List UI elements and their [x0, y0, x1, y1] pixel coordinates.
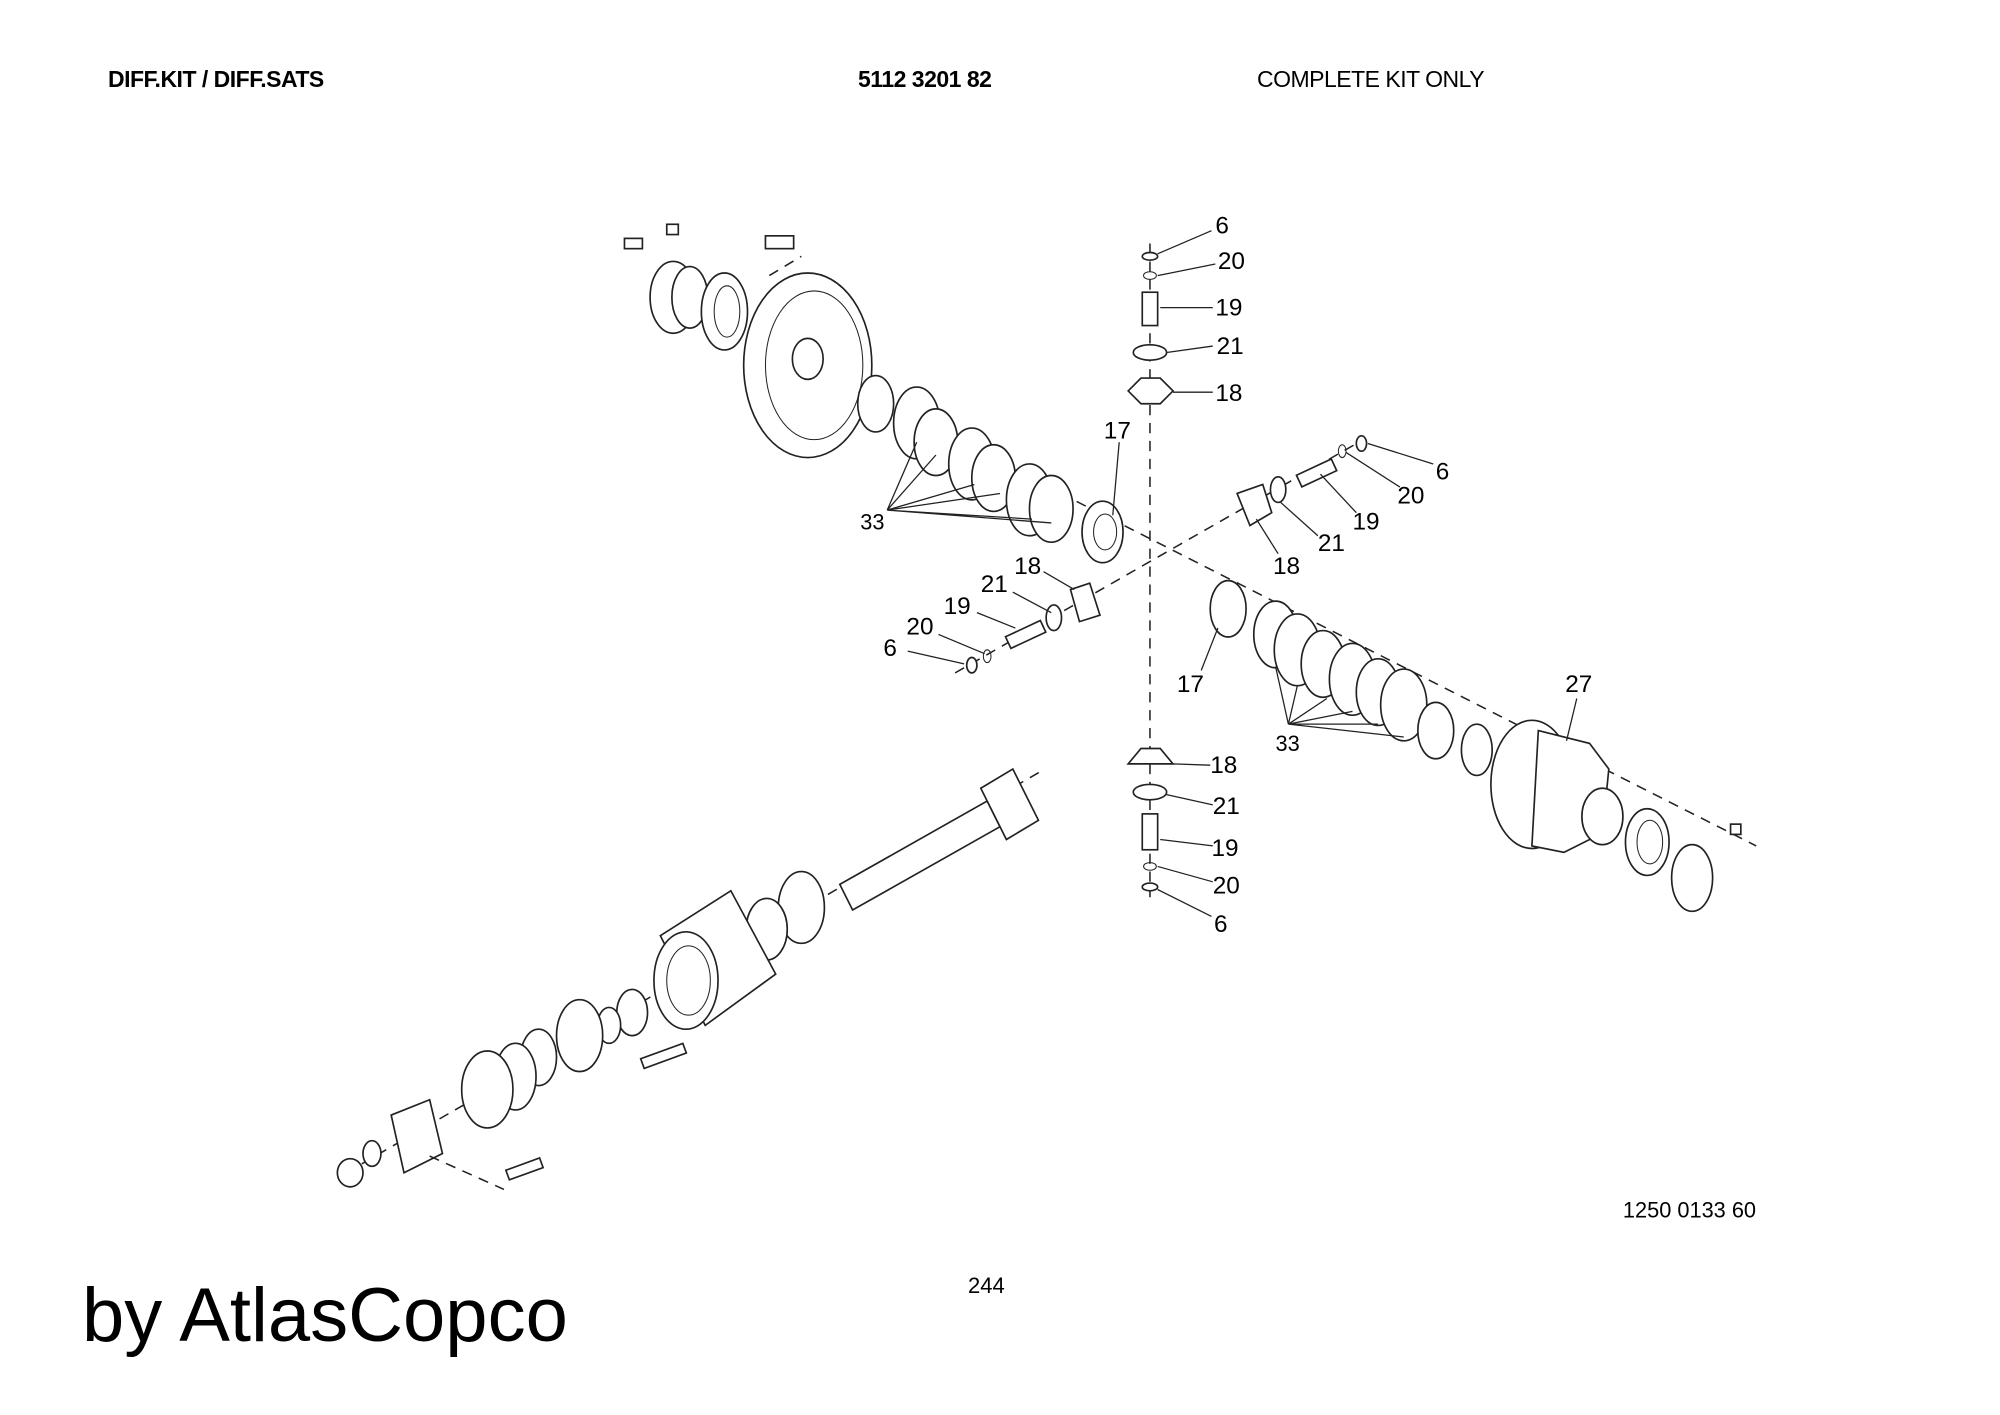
bolt-axis-line	[768, 255, 802, 277]
page-number: 244	[968, 1273, 1005, 1298]
callout-6: 6	[1215, 212, 1229, 239]
callout-19: 19	[1215, 294, 1242, 321]
clutch-disc-stack-upper	[856, 374, 1124, 564]
crown-gear-group	[623, 223, 873, 459]
callout-20: 20	[1218, 248, 1245, 275]
pinion-shaft-group	[336, 767, 1040, 1191]
callout-18: 18	[1273, 553, 1300, 580]
leader-lines	[886, 230, 1578, 917]
pinion-pins	[965, 251, 1368, 892]
callout-6: 6	[1436, 458, 1450, 485]
callout-21: 21	[1213, 793, 1240, 820]
callout-20: 20	[1397, 483, 1424, 510]
callout-18: 18	[1215, 380, 1242, 407]
kit-title: DIFF.KIT / DIFF.SATS	[108, 66, 324, 92]
callout-18: 18	[1014, 553, 1041, 580]
callouts: 6 20 19 21 18 17 6 20 19 21 18 33 18 21 …	[860, 212, 1756, 1222]
callout-21: 21	[1217, 333, 1244, 360]
callout-17: 17	[1177, 671, 1204, 698]
callout-21: 21	[981, 571, 1008, 598]
brand-caption: by AtlasCopco	[82, 1273, 568, 1358]
callout-20: 20	[906, 613, 933, 640]
drawing-number: 1250 0133 60	[1623, 1198, 1756, 1223]
callout-20: 20	[1213, 872, 1240, 899]
callout-19: 19	[1211, 835, 1238, 862]
callout-33: 33	[1276, 731, 1300, 756]
callout-19: 19	[944, 593, 971, 620]
callout-33: 33	[860, 509, 884, 534]
clutch-disc-stack-lower	[1209, 579, 1494, 777]
callout-21: 21	[1318, 530, 1345, 557]
callout-27: 27	[1565, 671, 1592, 698]
callout-18: 18	[1210, 752, 1237, 779]
callout-6: 6	[883, 635, 897, 662]
callout-19: 19	[1352, 508, 1379, 535]
part-number: 5112 3201 82	[858, 66, 992, 92]
callout-17: 17	[1104, 417, 1131, 444]
kit-note: COMPLETE KIT ONLY	[1257, 66, 1485, 92]
differential-case	[1490, 719, 1742, 913]
callout-6: 6	[1214, 911, 1228, 938]
